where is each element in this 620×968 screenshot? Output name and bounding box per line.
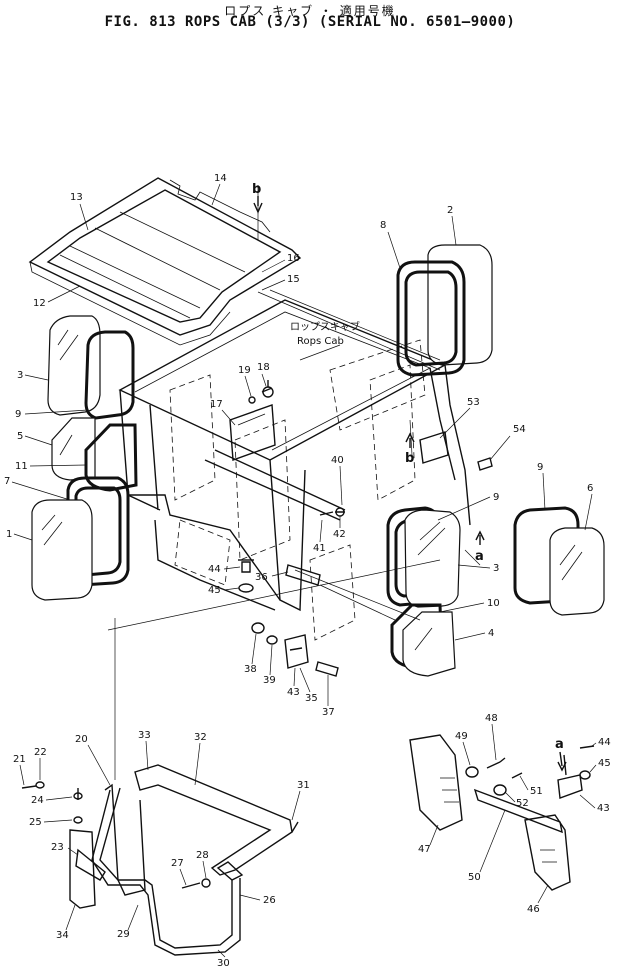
part-label-52: 52 xyxy=(516,798,529,809)
part-label-10: 10 xyxy=(487,598,500,609)
part-label-9-left: 9 xyxy=(15,409,21,420)
part-label-33: 33 xyxy=(138,730,151,741)
part-label-26: 26 xyxy=(263,895,276,906)
part-label-11: 11 xyxy=(15,461,28,472)
part-label-54: 54 xyxy=(513,424,526,435)
part-label-1: 1 xyxy=(6,529,12,540)
reference-callouts: b b a a xyxy=(252,182,567,772)
ref-a-bracket: a xyxy=(555,737,564,752)
part-label-25: 25 xyxy=(29,817,42,828)
part-label-22: 22 xyxy=(34,747,47,758)
part-label-40: 40 xyxy=(331,455,344,466)
part-label-29: 29 xyxy=(117,929,130,940)
part-label-18: 18 xyxy=(257,362,270,373)
part-label-48: 48 xyxy=(485,713,498,724)
ref-a-cab: a xyxy=(475,549,484,564)
part-label-7: 7 xyxy=(4,476,10,487)
part-label-44-right: 44 xyxy=(598,737,611,748)
part-label-23: 23 xyxy=(51,842,64,853)
ref-b-cab: b xyxy=(405,451,414,466)
cab-brackets xyxy=(229,380,493,517)
part-label-6: 6 xyxy=(587,483,593,494)
cab-label-japanese: ロップスキャブ xyxy=(290,320,360,333)
rear-glass-panels xyxy=(396,244,493,377)
door-glass-panels xyxy=(386,506,461,677)
part-label-17: 17 xyxy=(210,399,223,410)
part-label-39: 39 xyxy=(263,675,276,686)
part-label-30: 30 xyxy=(217,958,230,968)
part-label-47: 47 xyxy=(418,844,431,855)
part-label-34: 34 xyxy=(56,930,69,941)
step-frame xyxy=(21,764,299,956)
part-label-4: 4 xyxy=(488,628,494,639)
part-label-38: 38 xyxy=(244,664,257,675)
part-label-35: 35 xyxy=(305,693,318,704)
part-label-27: 27 xyxy=(171,858,184,869)
part-label-49: 49 xyxy=(455,731,468,742)
part-label-43-right: 43 xyxy=(597,803,610,814)
side-glass-panels xyxy=(513,506,605,616)
part-label-36: 36 xyxy=(255,572,268,583)
part-label-46: 46 xyxy=(527,904,540,915)
part-label-19: 19 xyxy=(238,365,251,376)
part-label-31: 31 xyxy=(297,780,310,791)
part-label-51: 51 xyxy=(530,786,543,797)
part-label-20: 20 xyxy=(75,734,88,745)
part-label-9-middle: 9 xyxy=(493,492,499,503)
part-labels: 1 2 3 3 4 5 6 7 8 9 9 9 10 11 12 13 14 1… xyxy=(4,173,611,968)
rear-mount-brackets xyxy=(409,734,595,891)
part-label-50: 50 xyxy=(468,872,481,883)
part-label-21: 21 xyxy=(13,754,26,765)
part-label-24: 24 xyxy=(31,795,44,806)
ref-b-roof: b xyxy=(252,182,261,197)
part-label-41: 41 xyxy=(313,543,326,554)
part-label-44-left: 44 xyxy=(208,564,221,575)
part-label-12: 12 xyxy=(33,298,46,309)
roof-panel xyxy=(28,177,302,346)
part-label-15: 15 xyxy=(287,274,300,285)
part-label-53: 53 xyxy=(467,397,480,408)
part-label-16: 16 xyxy=(287,253,300,264)
part-label-43-left: 43 xyxy=(287,687,300,698)
part-label-42: 42 xyxy=(333,529,346,540)
part-label-45-right: 45 xyxy=(598,758,611,769)
part-label-2: 2 xyxy=(447,205,453,216)
part-label-45-left: 45 xyxy=(208,585,221,596)
part-label-14: 14 xyxy=(214,173,227,184)
figure-title: FIG. 813 ROPS CAB (3/3) (SERIAL NO. 6501… xyxy=(104,14,516,30)
mount-brackets xyxy=(238,559,339,677)
part-label-37: 37 xyxy=(322,707,335,718)
part-label-5: 5 xyxy=(17,431,23,442)
part-label-3-right: 3 xyxy=(493,563,499,574)
leader-lines xyxy=(107,185,481,780)
part-label-8: 8 xyxy=(380,220,386,231)
left-glass-panels xyxy=(31,315,138,601)
part-label-9-right: 9 xyxy=(537,462,543,473)
part-label-28: 28 xyxy=(196,850,209,861)
cab-label-english: Rops Cab xyxy=(297,336,344,347)
part-label-13: 13 xyxy=(70,192,83,203)
part-label-32: 32 xyxy=(194,732,207,743)
part-label-3-left: 3 xyxy=(17,370,23,381)
title-japanese: ロプス キャブ ・ 適用号機 xyxy=(224,4,396,18)
